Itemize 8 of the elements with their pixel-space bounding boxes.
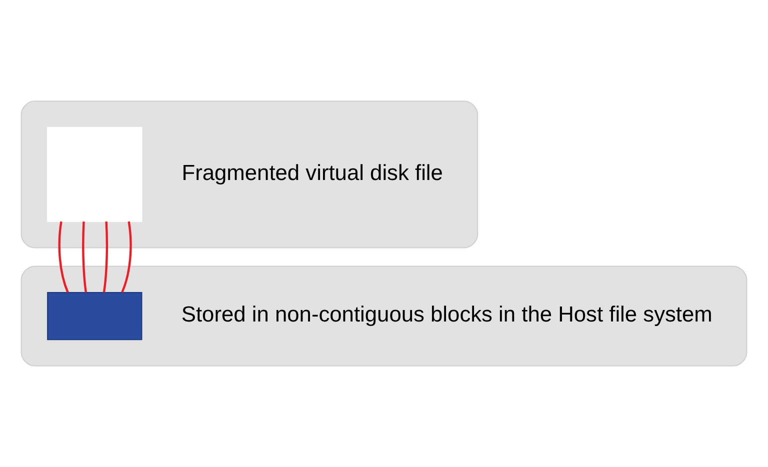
node-bar: [47, 292, 142, 340]
connector: [102, 222, 108, 293]
node-box: [47, 126, 142, 222]
connector: [58, 221, 69, 293]
cluster: Fragmented virtual disk file: [20, 100, 478, 248]
connector: [121, 221, 132, 293]
connector: [82, 222, 87, 293]
cluster: Stored in non-contiguous blocks in the Host file system: [20, 266, 748, 366]
